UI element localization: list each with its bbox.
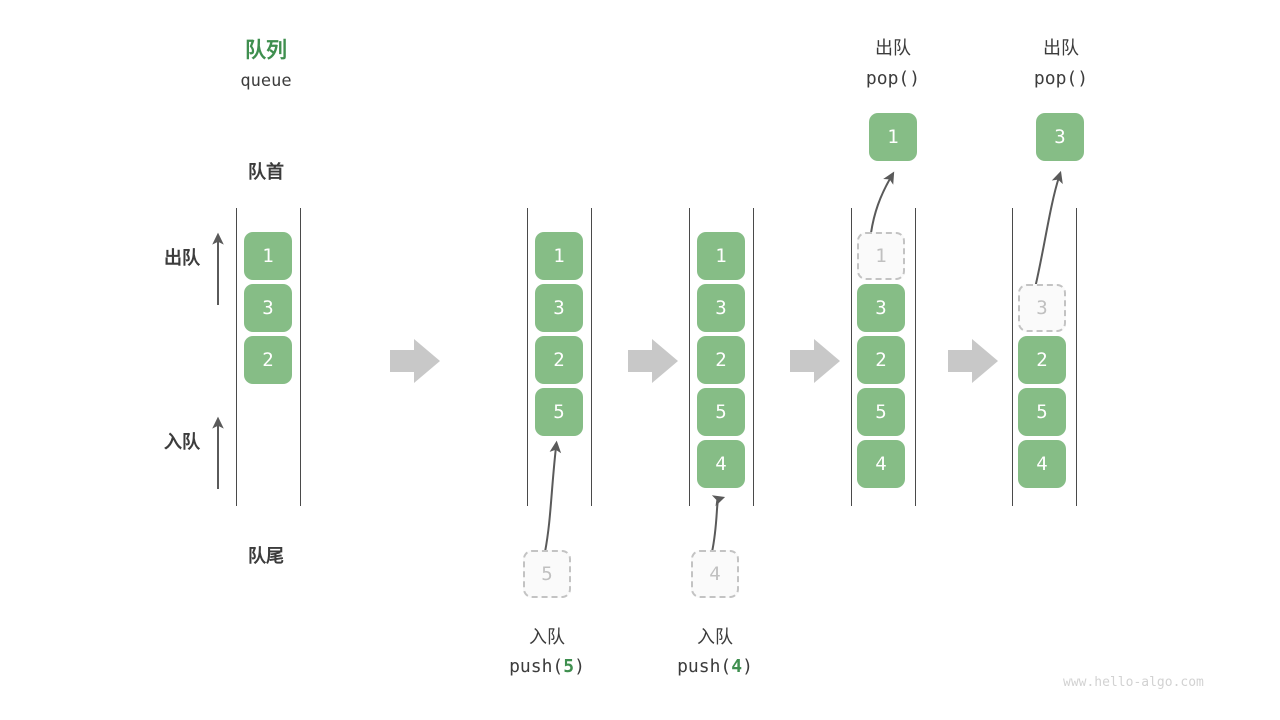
connector-arrow-3 (790, 339, 840, 383)
push-4-arrow (711, 495, 726, 553)
page-title: 队列 (245, 39, 287, 62)
code-prefix: push( (677, 656, 732, 677)
pop-3-arrow (1034, 170, 1063, 289)
rail-left (236, 208, 237, 506)
queue-cell: 3 (697, 284, 745, 332)
queue-cell-removed: 1 (857, 232, 905, 280)
rail-left (851, 208, 852, 506)
queue-cell: 3 (857, 284, 905, 332)
pop-1-caption-code: pop() (823, 68, 963, 89)
pop-3-caption-cn: 出队 (1043, 38, 1079, 58)
incoming-element: 5 (523, 550, 571, 598)
queue-cell: 1 (697, 232, 745, 280)
code-suffix: ) (1077, 68, 1089, 89)
code-prefix: pop( (1033, 68, 1078, 89)
queue-cell: 4 (857, 440, 905, 488)
queue-cell: 2 (535, 336, 583, 384)
rail-right (1076, 208, 1077, 506)
code-suffix: ) (574, 656, 585, 677)
rail-right (591, 208, 592, 506)
code-arg: 4 (731, 656, 743, 677)
queue-cell: 2 (857, 336, 905, 384)
queue-cell: 2 (1018, 336, 1066, 384)
connector-arrow-2 (628, 339, 678, 383)
rail-right (300, 208, 301, 506)
pop-1-caption-cn: 出队 (875, 38, 911, 58)
pop-3-caption-code: pop() (991, 68, 1131, 89)
queue-cell-removed: 3 (1018, 284, 1066, 332)
page-subtitle: queue (240, 71, 292, 91)
queue-cell: 4 (1018, 440, 1066, 488)
incoming-element: 4 (691, 550, 739, 598)
queue-cell: 3 (535, 284, 583, 332)
push-4-caption-cn: 入队 (697, 627, 733, 647)
front-label: 队首 (248, 162, 284, 182)
dequeue-label: 出队 (164, 248, 200, 268)
queue-cell: 4 (697, 440, 745, 488)
enqueue-label: 入队 (164, 432, 200, 452)
rail-left (1012, 208, 1013, 506)
rail-left (689, 208, 690, 506)
queue-cell: 3 (244, 284, 292, 332)
code-arg: 5 (563, 656, 575, 677)
queue-cell: 5 (535, 388, 583, 436)
popped-element: 3 (1036, 113, 1084, 161)
push-5-caption-code: push(5) (477, 656, 617, 677)
code-prefix: pop( (865, 68, 910, 89)
push-4-caption-code: push(4) (645, 656, 785, 677)
watermark: www.hello-algo.com (1063, 675, 1204, 690)
queue-cell: 1 (535, 232, 583, 280)
queue-cell: 2 (244, 336, 292, 384)
connector-arrow-4 (948, 339, 998, 383)
queue-cell: 5 (697, 388, 745, 436)
code-suffix: ) (742, 656, 753, 677)
queue-cell: 5 (1018, 388, 1066, 436)
popped-element: 1 (869, 113, 917, 161)
rail-right (915, 208, 916, 506)
push-5-arrow (544, 440, 562, 553)
queue-cell: 5 (857, 388, 905, 436)
rail-left (527, 208, 528, 506)
rear-label: 队尾 (248, 546, 284, 566)
queue-cell: 1 (244, 232, 292, 280)
push-5-caption-cn: 入队 (529, 627, 565, 647)
rail-right (753, 208, 754, 506)
connector-arrow-1 (390, 339, 440, 383)
code-prefix: push( (509, 656, 564, 677)
queue-cell: 2 (697, 336, 745, 384)
code-suffix: ) (909, 68, 921, 89)
pop-1-arrow (870, 171, 895, 234)
